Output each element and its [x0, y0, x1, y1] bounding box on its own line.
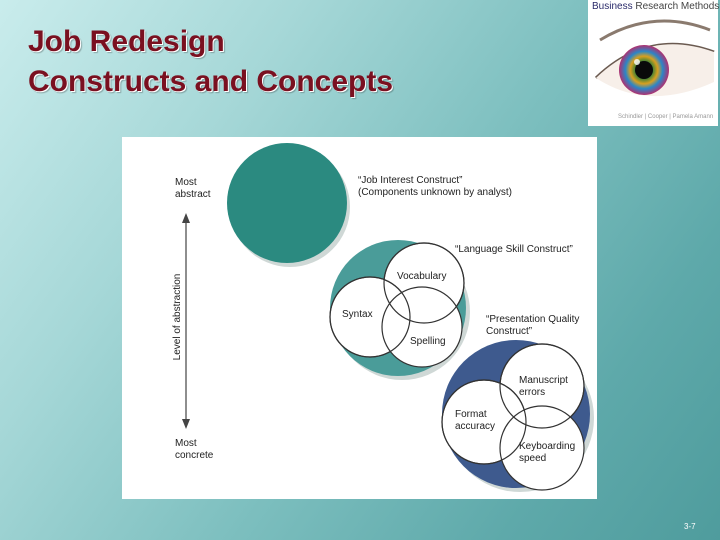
most-concrete-line1: Most [175, 438, 197, 449]
keyboarding-label-line1: Keyboarding [519, 441, 575, 452]
most-abstract-line2: abstract [175, 189, 211, 200]
job-interest-circle [227, 143, 347, 263]
format-label-line1: Format [455, 409, 487, 420]
presentation-label-line1: “Presentation Quality [486, 314, 579, 325]
iris-highlight [634, 59, 640, 65]
eye-image [594, 19, 715, 97]
syntax-outline [329, 276, 411, 358]
slide-title-line2: Constructs and Concepts [28, 65, 394, 98]
logo-brand-suffix: Research Methods [632, 1, 720, 12]
keyboarding-circle [499, 405, 585, 491]
most-concrete-line2: concrete [175, 450, 214, 461]
axis-arrow-down [182, 419, 190, 429]
job-interest-label-line2: (Components unknown by analyst) [358, 187, 512, 198]
book-logo: Business Research Methods Schindler | Co… [588, 0, 719, 126]
manuscript-outline [499, 343, 585, 429]
job-interest-label-line1: “Job Interest Construct” [358, 175, 462, 186]
format-label-line2: accuracy [455, 421, 495, 432]
vocabulary-label: Vocabulary [397, 271, 446, 282]
vocabulary-outline [383, 242, 465, 324]
most-abstract-line1: Most [175, 177, 197, 188]
format-outline [441, 379, 527, 465]
diagram-svg: Level of abstraction Most abstract Most … [172, 143, 594, 492]
logo-brand-prefix: Business [592, 1, 633, 12]
slide-title: Job Redesign Constructs and Concepts [28, 22, 393, 102]
eyebrow [599, 19, 711, 42]
manuscript-label-line2: errors [519, 387, 545, 398]
slide-title-line1: Job Redesign [28, 25, 225, 58]
spelling-circle [381, 286, 463, 368]
page-number: 3-7 [684, 522, 696, 531]
syntax-label: Syntax [342, 309, 373, 320]
presentation-label-line2: Construct” [486, 326, 532, 337]
manuscript-label-line1: Manuscript [519, 375, 568, 386]
logo-subtitle: Schindler | Cooper | Pamela Amann [618, 114, 714, 120]
language-skill-label: “Language Skill Construct” [455, 244, 573, 255]
logo-brand: Business Research Methods [592, 1, 719, 12]
axis-arrow-up [182, 213, 190, 223]
axis-label-text: Level of abstraction [172, 274, 183, 361]
spelling-label: Spelling [410, 336, 446, 347]
construct-diagram: Level of abstraction Most abstract Most … [122, 137, 597, 499]
pupil [635, 61, 653, 79]
keyboarding-label-line2: speed [519, 453, 546, 464]
